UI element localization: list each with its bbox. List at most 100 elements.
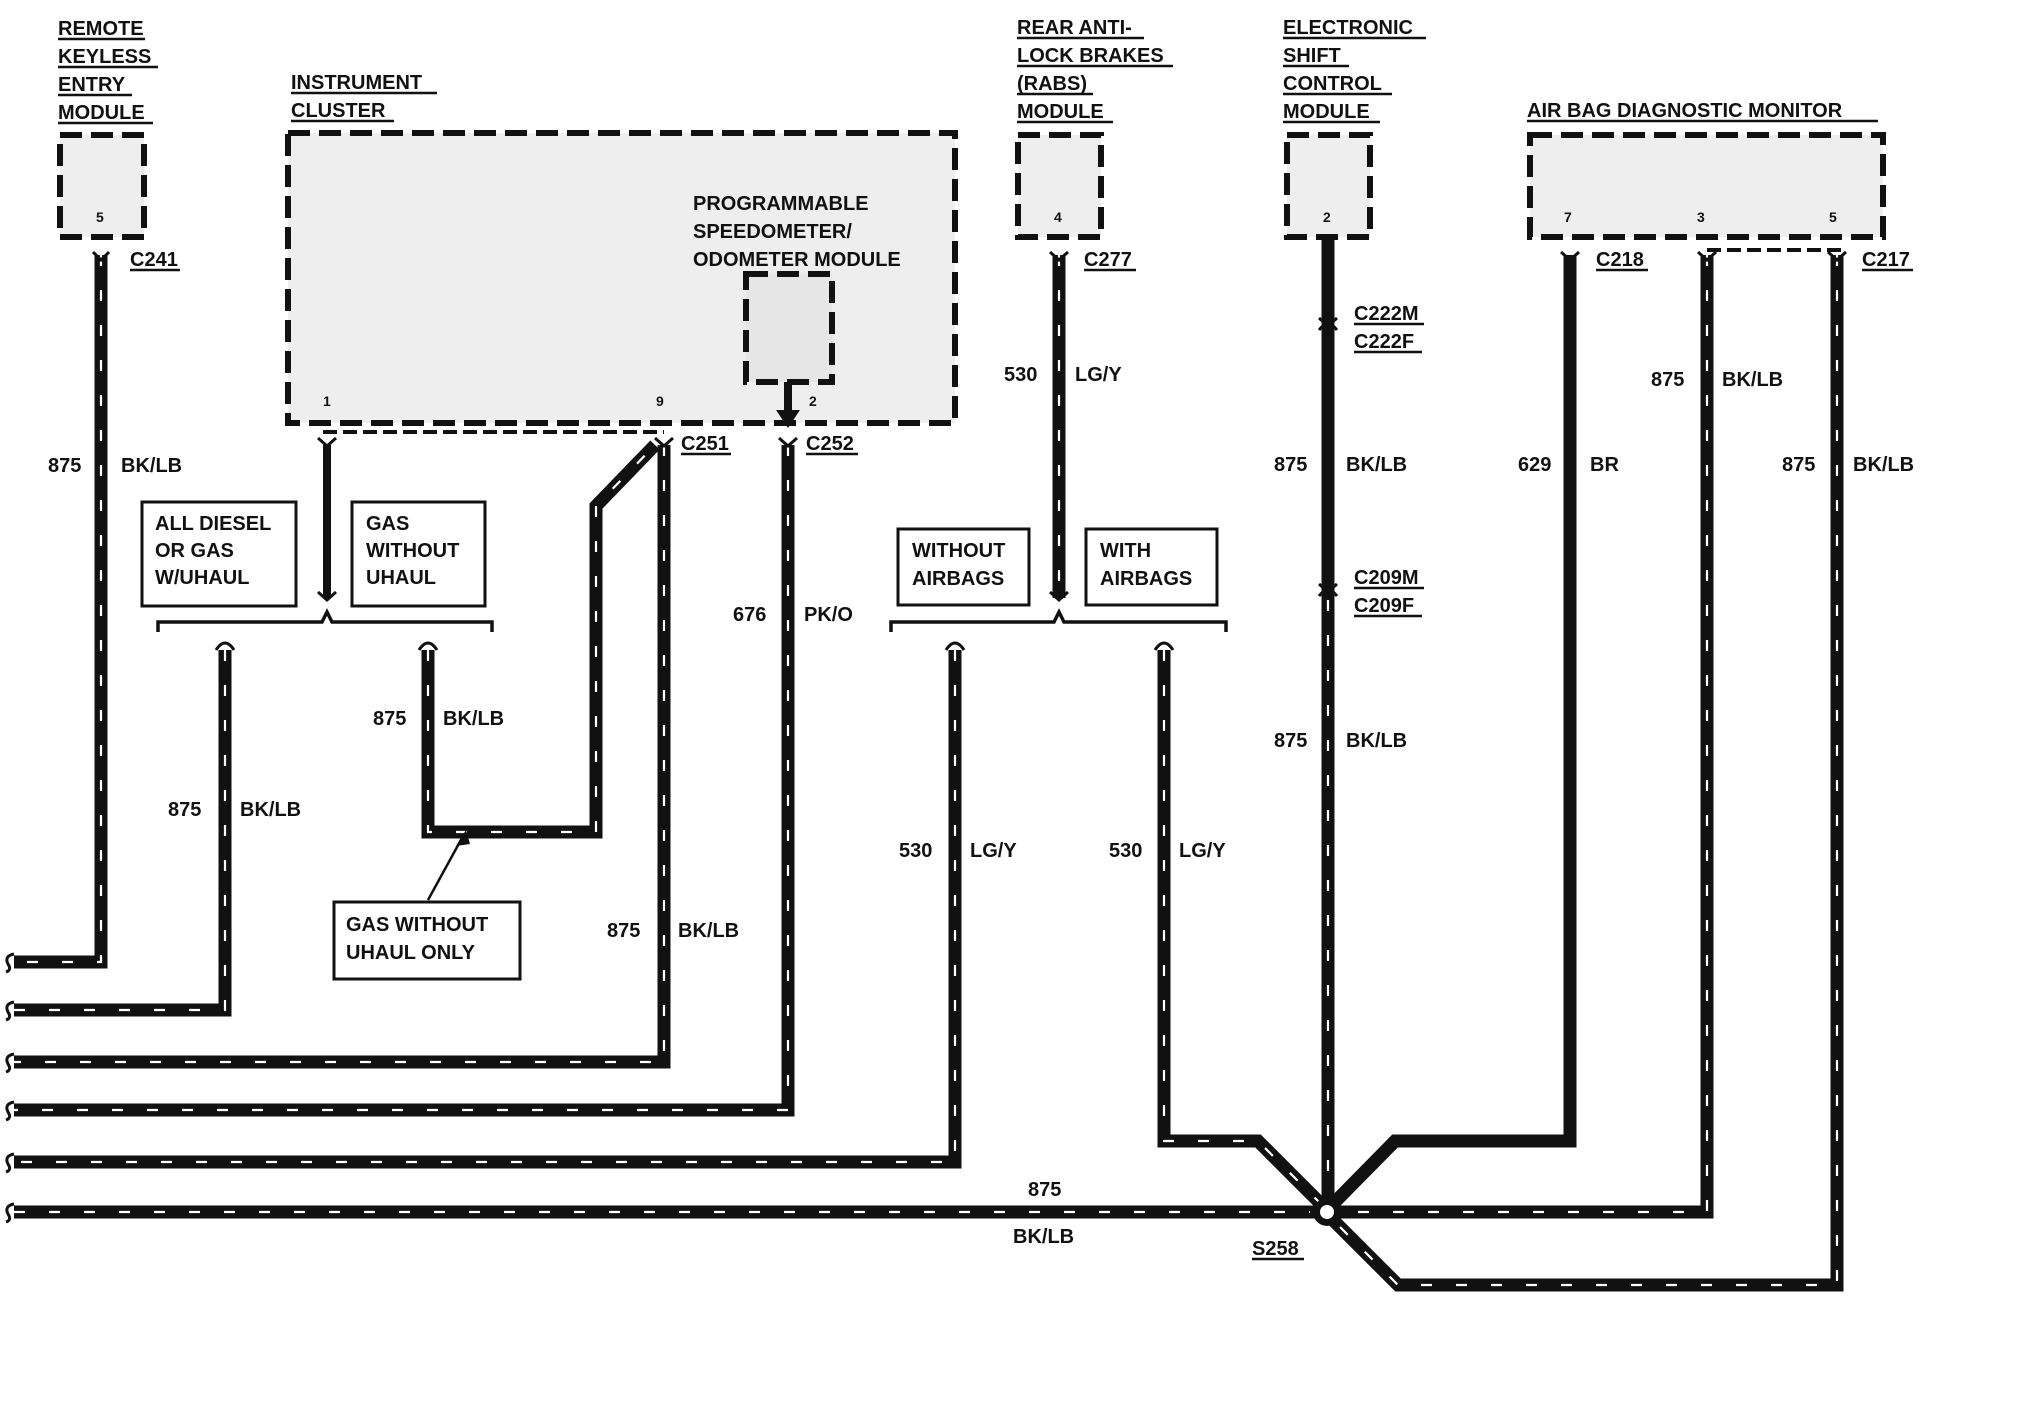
rabs-title: REAR ANTI- LOCK BRAKES (RABS) MODULE [1017, 17, 1173, 124]
wire-circuit: 530 [1109, 840, 1142, 862]
gas-only-pointer [426, 837, 464, 901]
splice-label: S258 [1252, 1238, 1299, 1260]
wire-circuit: 875 [168, 799, 201, 821]
gas-without-uhaul-line: WITHOUT [366, 540, 459, 562]
wire-circuit: 875 [48, 455, 81, 477]
speedometer-title: PROGRAMMABLE SPEEDOMETER/ ODOMETER MODUL… [693, 193, 901, 271]
connector-label: C217 [1862, 249, 1910, 271]
with-airbags-box [1084, 527, 1219, 607]
rabs-title-line: LOCK BRAKES [1017, 45, 1164, 67]
wire-circuit: 875 [1274, 454, 1307, 476]
cluster-option-brace [156, 608, 494, 632]
shift-control-title-line: MODULE [1283, 101, 1370, 123]
with-airbags-line: AIRBAGS [1100, 568, 1192, 590]
shift-control-title-line: SHIFT [1283, 45, 1341, 67]
wire-circuit: 530 [899, 840, 932, 862]
wire-end-hooks [5, 952, 15, 1224]
instrument-cluster [285, 130, 958, 426]
wire-color: BK/LB [121, 455, 182, 477]
speedometer-odometer-module [743, 271, 835, 385]
gas-only-pointer-head [456, 830, 470, 846]
wire-circuit: 875 [1028, 1179, 1061, 1201]
rabs-option-brace [889, 608, 1228, 632]
gas-without-uhaul-only-line: GAS WITHOUT [346, 914, 488, 936]
shift-control-title-line: ELECTRONIC [1283, 17, 1413, 39]
wire-color: BK/LB [1722, 369, 1783, 391]
connector-label: C209M [1354, 567, 1418, 589]
wire-color: LG/Y [1179, 840, 1226, 862]
wire-color: LG/Y [1075, 364, 1122, 386]
shift-control-title-line: CONTROL [1283, 73, 1382, 95]
gas-without-uhaul-box [350, 500, 487, 608]
splice-s258-center [1320, 1205, 1334, 1219]
connector-label: C218 [1596, 249, 1644, 271]
pin-number: 4 [1054, 209, 1062, 225]
airbag-title: AIR BAG DIAGNOSTIC MONITOR [1527, 100, 1878, 123]
wire-circuit: BK/LB [240, 799, 301, 821]
wire-circuit: 875 [607, 920, 640, 942]
wire-circuit: 875 [373, 708, 406, 730]
rabs-title-line: REAR ANTI- [1017, 17, 1132, 39]
wire-color: BK/LB [1346, 730, 1407, 752]
connector-label: C277 [1084, 249, 1132, 271]
wire-circuit: 875 [1651, 369, 1684, 391]
connector-label: C222M [1354, 303, 1418, 325]
shift-control-title: ELECTRONIC SHIFT CONTROL MODULE [1283, 17, 1426, 124]
wire-keyless [14, 255, 108, 969]
gas-without-uhaul-line: GAS [366, 513, 409, 535]
instrument-cluster-title-line: CLUSTER [291, 100, 386, 122]
wire-airbag-5 [1322, 255, 1844, 1292]
airbag-title-line: AIR BAG DIAGNOSTIC MONITOR [1527, 100, 1843, 122]
remote-keyless-title-line: KEYLESS [58, 46, 151, 68]
rabs-title-line: MODULE [1017, 101, 1104, 123]
remote-keyless-title: REMOTE KEYLESS ENTRY MODULE [58, 18, 158, 125]
wire-shield-pattern [14, 255, 1839, 1287]
connector-marks [91, 250, 1847, 651]
all-diesel-box [140, 500, 298, 608]
gas-without-uhaul-only-box [332, 900, 522, 981]
wire-color: BK/LB [1853, 454, 1914, 476]
pin-number: 7 [1564, 209, 1572, 225]
airbag-diagnostic-monitor [1527, 132, 1886, 240]
wire-circuit: 629 [1518, 454, 1551, 476]
all-diesel-line: OR GAS [155, 540, 234, 562]
wire-color: BR [1590, 454, 1619, 476]
pin-number: 2 [1323, 209, 1331, 225]
connector-label: C251 [681, 433, 729, 455]
pin-number: 2 [809, 393, 817, 409]
without-airbags-box [896, 527, 1031, 607]
wire-circuit: 676 [733, 604, 766, 626]
remote-keyless-title-line: ENTRY [58, 74, 126, 96]
rabs-module [1015, 132, 1104, 240]
wire-without-airbags [14, 650, 962, 1169]
wire-color: BK/LB [678, 920, 739, 942]
wire-circuit: 875 [1782, 454, 1815, 476]
speedometer-title-line: ODOMETER MODULE [693, 249, 901, 271]
wire-color: PK/O [804, 604, 853, 626]
pin-number: 3 [1697, 209, 1705, 225]
wire-color: BK/LB [1346, 454, 1407, 476]
instrument-cluster-title: INSTRUMENT CLUSTER [291, 72, 437, 123]
speedometer-arrow [776, 410, 800, 428]
wire-airbag-7 [1322, 255, 1577, 1215]
wire-color: BK/LB [1013, 1226, 1074, 1248]
pin-number: 5 [1829, 209, 1837, 225]
wire-circuit: 530 [1004, 364, 1037, 386]
connector-label: C252 [806, 433, 854, 455]
wire-color: LG/Y [970, 840, 1017, 862]
speedometer-title-line: PROGRAMMABLE [693, 193, 869, 215]
remote-keyless-title-line: MODULE [58, 102, 145, 124]
remote-keyless-title-line: REMOTE [58, 18, 144, 40]
speedometer-title-line: SPEEDOMETER/ [693, 221, 852, 243]
instrument-cluster-title-line: INSTRUMENT [291, 72, 422, 94]
gas-without-uhaul-line: UHAUL [366, 567, 436, 589]
connector-label: C222F [1354, 331, 1414, 353]
wire-color: BK/LB [443, 708, 504, 730]
pin-number: 5 [96, 209, 104, 225]
remote-keyless-entry-module [57, 132, 147, 240]
all-diesel-line: ALL DIESEL [155, 513, 271, 535]
connector-label: C209F [1354, 595, 1414, 617]
pin-number: 1 [323, 393, 331, 409]
with-airbags-line: WITH [1100, 540, 1151, 562]
